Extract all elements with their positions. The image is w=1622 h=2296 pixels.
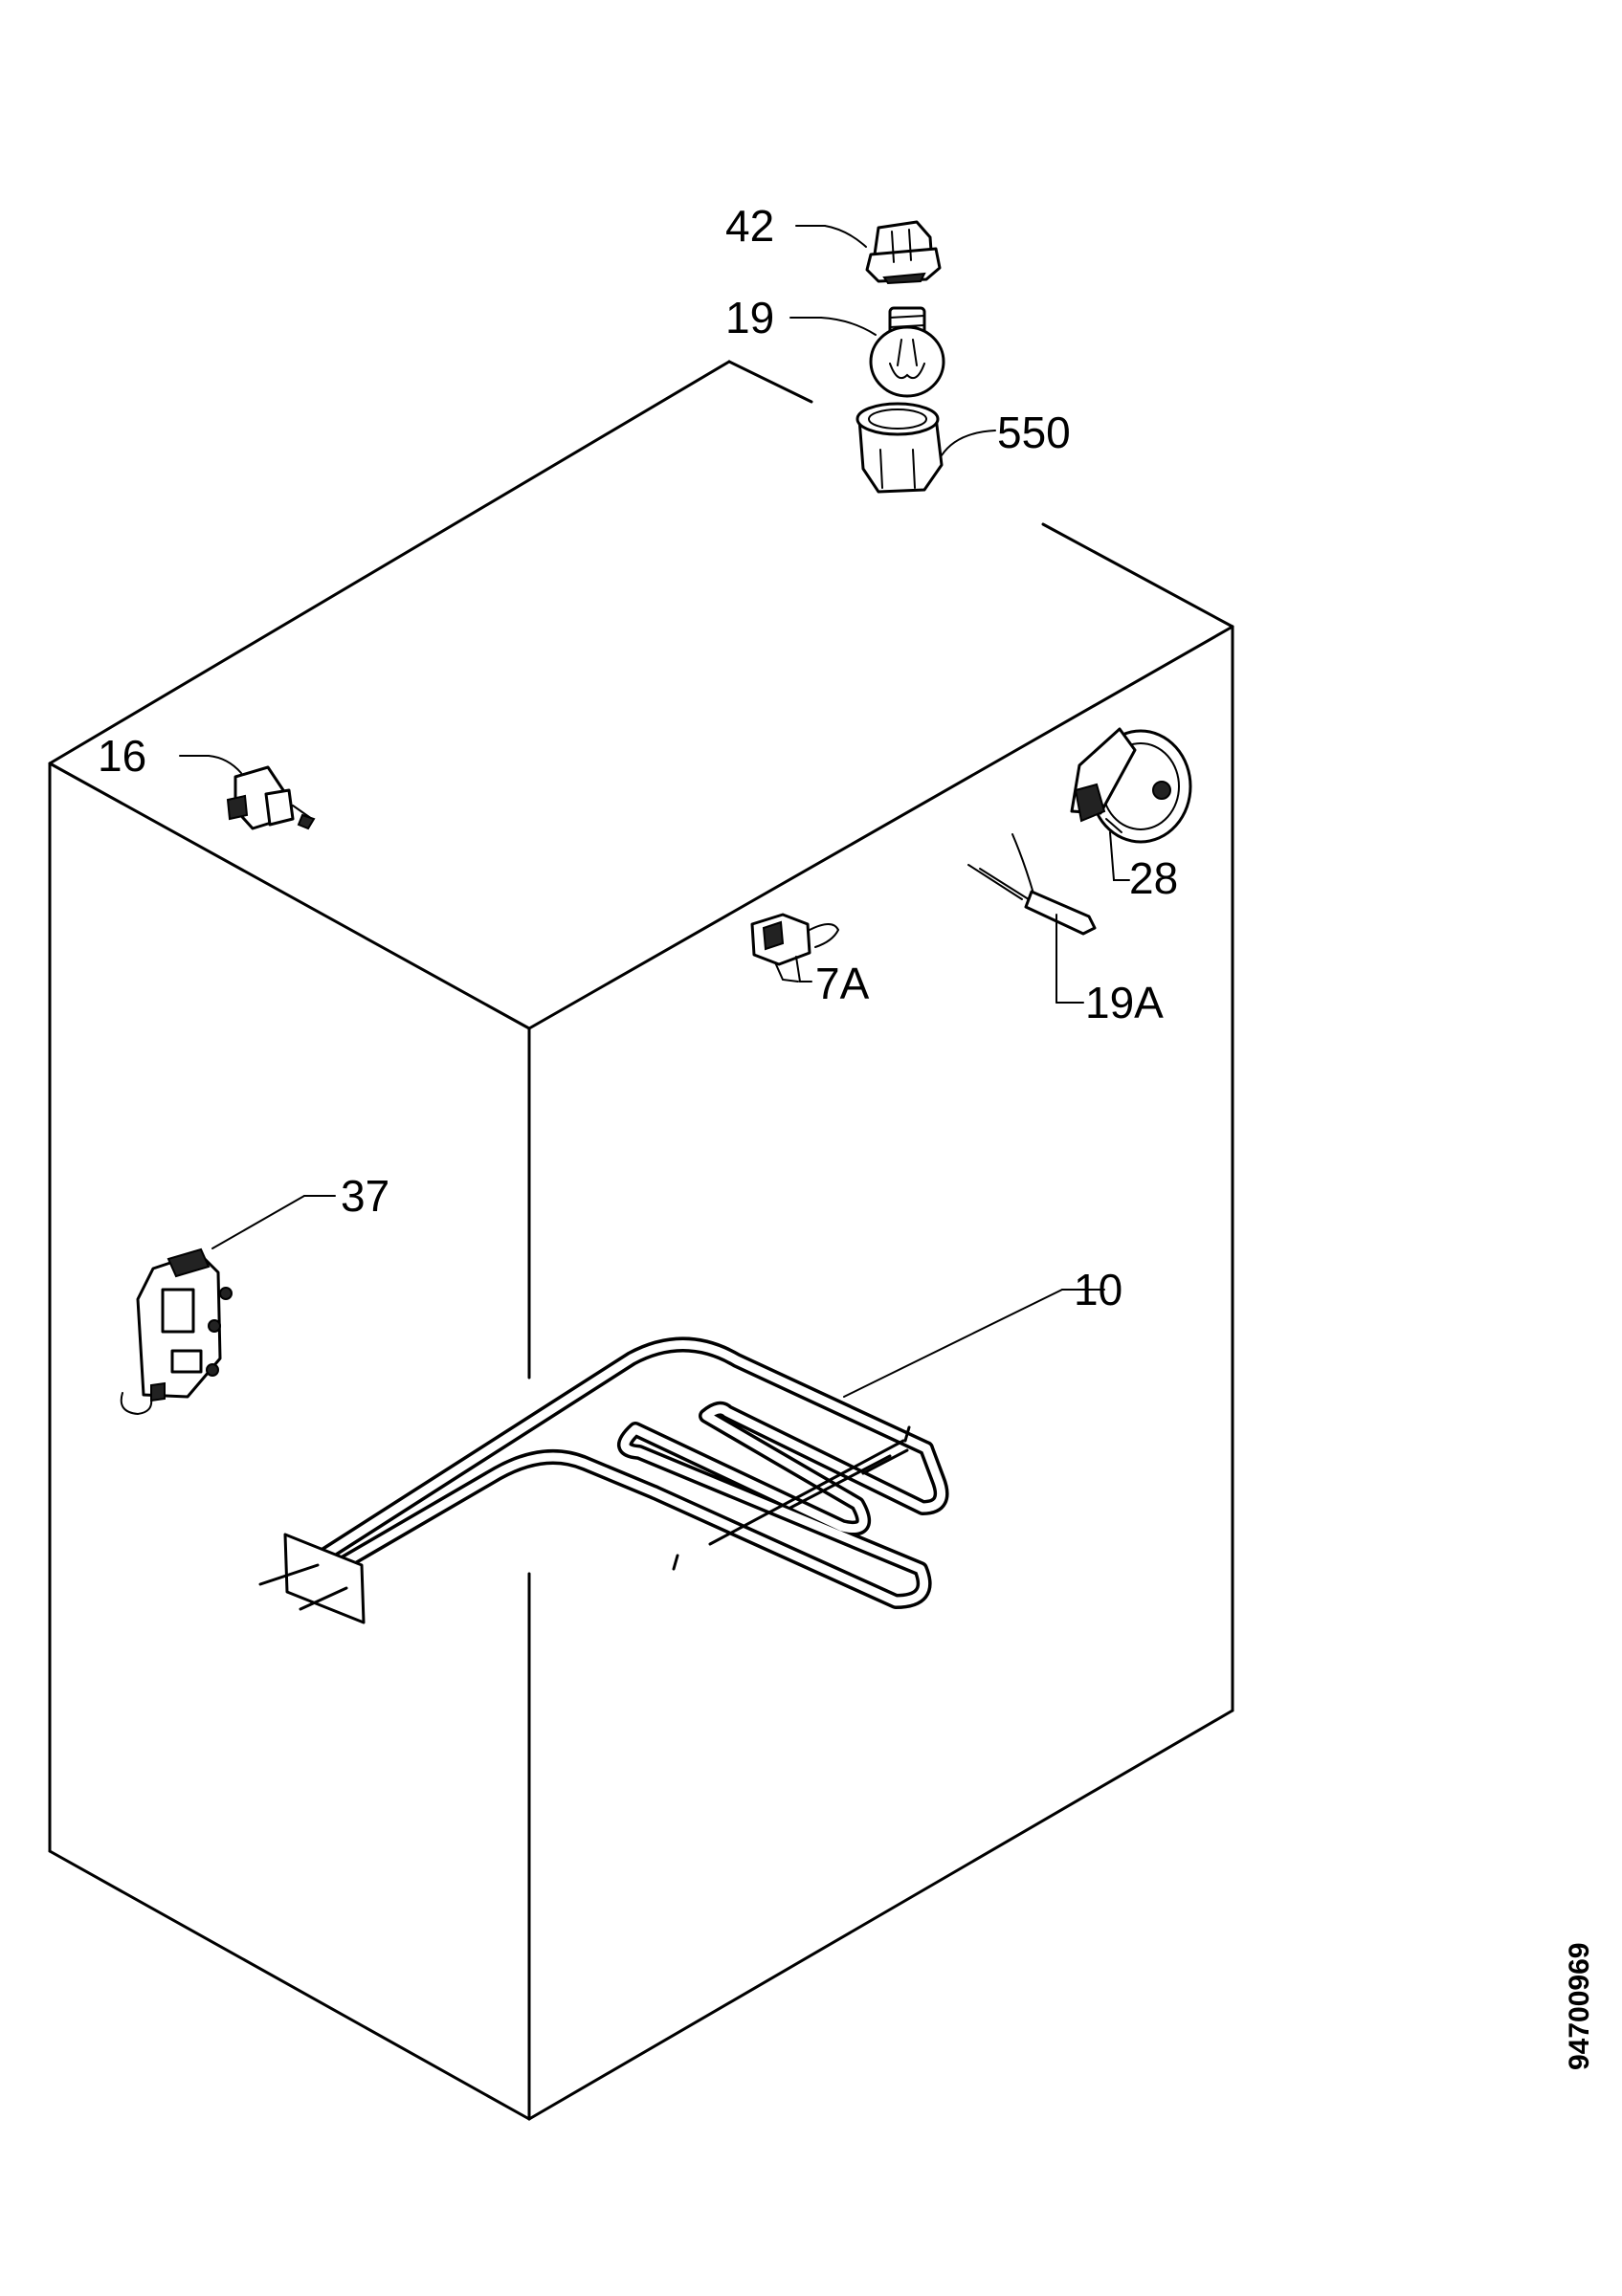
timer-motor-part <box>1070 727 1192 881</box>
callout-label-16: 16 <box>98 731 146 781</box>
callout-label-19a: 19A <box>1085 978 1164 1027</box>
callout-label-19: 19 <box>725 293 774 342</box>
element-tubing <box>316 1336 949 1609</box>
lamp-holder-part <box>855 402 996 494</box>
callout-label-550: 550 <box>997 408 1071 457</box>
lamp-cover-part <box>795 220 942 285</box>
callout-label-37: 37 <box>341 1171 389 1221</box>
callout-label-42: 42 <box>725 201 774 251</box>
thermostat-probe-part <box>967 833 1097 1004</box>
lamp-bulb-part <box>789 306 945 398</box>
pcb-module-part <box>120 1195 336 1416</box>
callout-label-28: 28 <box>1129 853 1178 903</box>
oven-cabinet-outline <box>48 360 1234 2121</box>
drawing-reference-code: 94700969 <box>1564 1943 1595 2070</box>
callout-label-7a: 7A <box>815 959 870 1008</box>
callout-label-10: 10 <box>1074 1265 1122 1314</box>
heating-element-part <box>258 1289 1105 1624</box>
terminal-block-part <box>750 913 840 982</box>
push-switch-part <box>179 755 316 830</box>
